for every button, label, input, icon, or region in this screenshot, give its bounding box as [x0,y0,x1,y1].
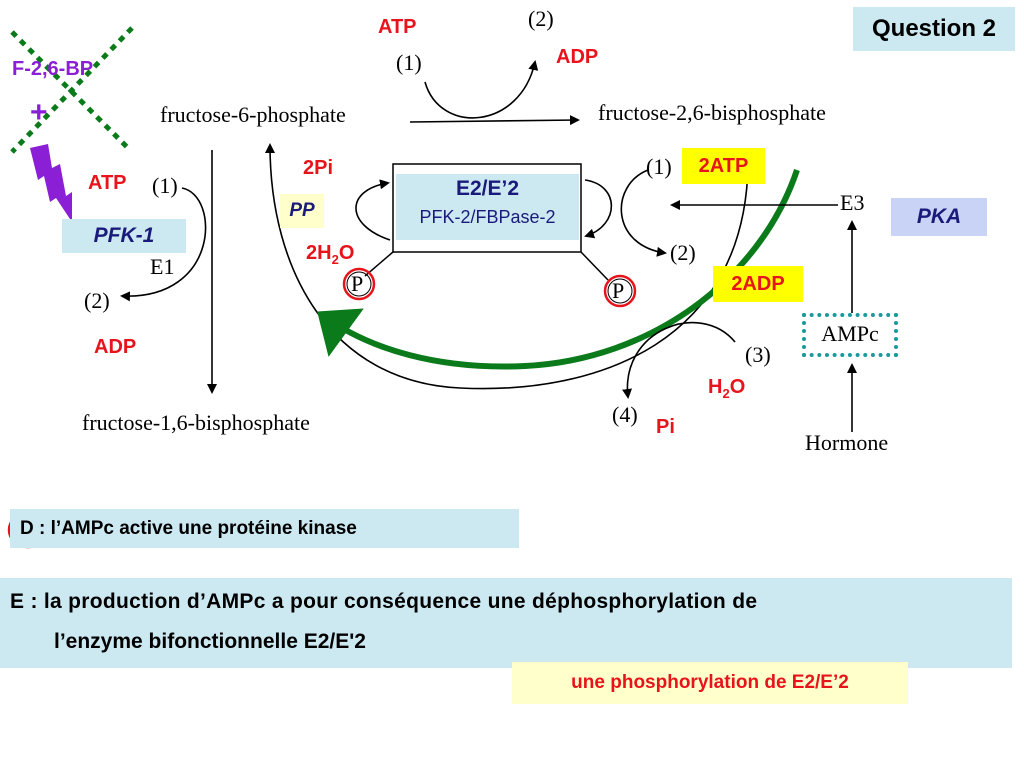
answer-e-box: E : la production d’AMPc a pour conséque… [0,578,1012,668]
h2o-pi-curved-arrow [622,321,736,399]
enzyme-e2-subname: PFK-2/FBPase-2 [419,207,556,227]
right-2atp-box: 2ATP [682,148,765,184]
top-atp-label: ATP [378,16,417,38]
right-step3-label: (3) [745,342,771,367]
right-step1-label: (1) [646,154,672,179]
enzyme-e2-name: E2/E’2 [455,177,520,200]
e3-label: E3 [840,190,865,215]
top-step1-label: (1) [396,50,422,75]
p-left-circle [342,267,376,301]
kinase-curved-arrow [584,179,612,239]
pfk1-box: PFK-1 [62,219,186,253]
left-atp-adp-curved-arrow [120,187,207,302]
left-atp-label: ATP [88,172,127,194]
answer-e-line1: E : la production d’AMPc a pour conséque… [10,590,758,613]
p-right-circle [603,274,637,308]
answer-e-line2: l’enzyme bifonctionnelle E2/E'2 [54,630,366,653]
left-step2-label: (2) [84,288,110,313]
right-h2o-prefix: H [708,376,723,398]
enzyme-frame [392,163,582,253]
question-title: Question 2 [853,7,1015,51]
center-h2o-prefix: 2H [306,242,332,264]
p-left-label: P [351,271,364,296]
atp-adp-outer-curve [620,169,667,257]
f26bp-label: fructose-2,6-bisphosphate [598,100,826,125]
correction-box: une phosphorylation de E2/E’2 [512,662,908,704]
pka-box: PKA [891,198,987,236]
p-left-inner-circle [346,271,372,297]
plus-sign: + [30,96,48,129]
f16bp-label: fructose-1,6-bisphosphate [82,410,310,435]
answer-d-text: : l’AMPc active une protéine kinase [33,518,357,539]
right-2adp-box: 2ADP [713,266,803,302]
green-phosphorylation-arrow [317,169,800,370]
top-step2-label: (2) [528,6,554,31]
pp-box: PP [280,194,324,228]
pp-curved-arrow [355,179,391,241]
f6p-to-f26bp-arrow [409,115,580,126]
center-2pi-label: 2Pi [303,157,334,179]
f6p-label: fructose-6-phosphate [160,102,346,127]
answer-d-box: D : l’AMPc active une protéine kinase [10,509,519,548]
center-2h2o-label: 2H2O [306,242,354,267]
right-step4-label: (4) [612,402,638,427]
right-pi-label: Pi [656,416,675,438]
right-h2o-suffix: O [729,376,746,398]
p-right-label: P [612,278,625,303]
center-h2o-suffix: O [338,242,355,264]
center-h2o-sub: 2 [331,252,339,267]
top-atp-adp-curved-arrow [424,60,539,119]
left-step1-label: (1) [152,173,178,198]
lightning-icon [30,144,72,222]
right-h2o-label: H2O [708,376,745,401]
e1-label: E1 [150,254,175,279]
right-step2-label: (2) [670,240,696,265]
top-adp-label: ADP [556,46,599,68]
hormone-label: Hormone [805,430,889,455]
p-right-inner-circle [607,278,633,304]
ampc-box: AMPc [802,313,898,357]
f26bp-activator-label: F-2,6-BP [12,58,94,80]
right-h2o-sub: 2 [722,386,730,401]
left-adp-label: ADP [94,336,137,358]
enzyme-leg-right [580,251,609,281]
answer-d-letter: D [20,518,34,539]
cross-mark-icon [10,26,134,154]
enzyme-e2-box: E2/E’2 PFK-2/FBPase-2 [396,174,579,240]
